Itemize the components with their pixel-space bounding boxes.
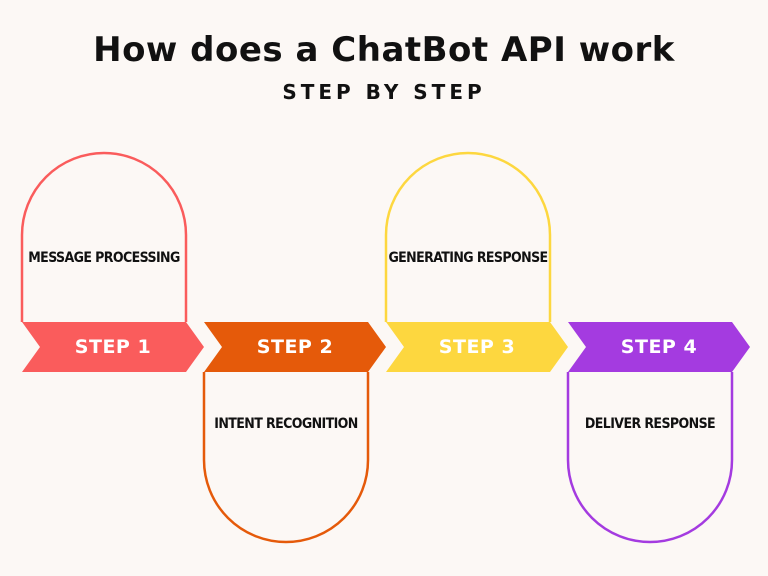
page-subtitle: STEP BY STEP	[282, 80, 486, 104]
step-4-ribbon-text: STEP 4	[620, 336, 698, 358]
step-4-label: DELIVER RESPONSE	[584, 416, 716, 432]
step-3-ribbon	[386, 322, 568, 372]
step-2-label: INTENT RECOGNITION	[214, 416, 358, 432]
step-3-capsule	[384, 151, 552, 322]
step-1-capsule	[20, 151, 188, 322]
step-2-ribbon	[204, 322, 386, 372]
step-1-label: MESSAGE PROCESSING	[28, 250, 180, 266]
step-4-ribbon	[568, 322, 750, 372]
step-3-label: GENERATING RESPONSE	[388, 250, 548, 266]
step-2-ribbon-text: STEP 2	[256, 336, 334, 358]
page-title: How does a ChatBot API work	[93, 30, 675, 70]
step-2-capsule	[202, 372, 370, 544]
step-1-ribbon-text: STEP 1	[74, 336, 152, 358]
step-1-ribbon	[22, 322, 204, 372]
step-4-capsule	[566, 372, 734, 544]
step-3-ribbon-text: STEP 3	[438, 336, 516, 358]
